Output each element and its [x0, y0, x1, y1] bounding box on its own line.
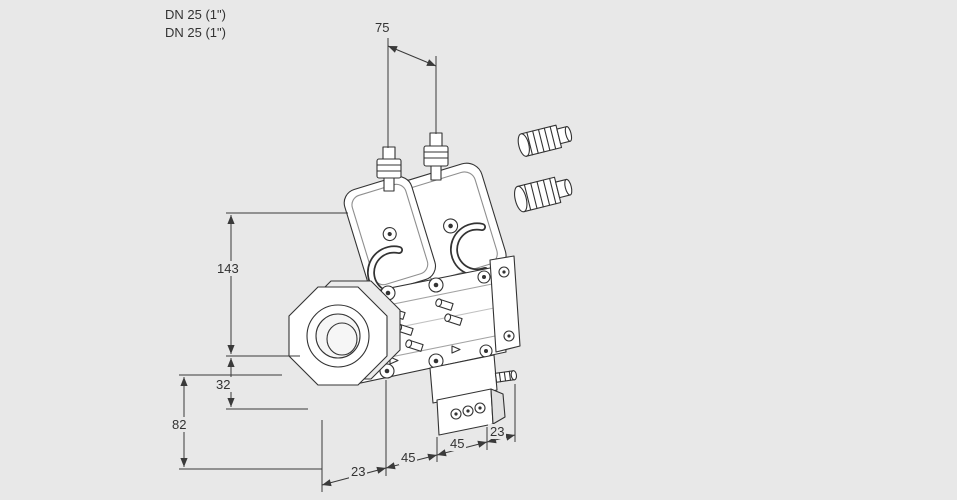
- pressure-block: [429, 354, 518, 436]
- dim-32-lines: [226, 358, 308, 410]
- dim-82-lines: [179, 374, 322, 470]
- spare-fitting-top: [517, 124, 573, 157]
- dimension-label-45-rear: 45: [448, 436, 467, 451]
- dimension-lines: [179, 38, 516, 492]
- dim-143-lines: [226, 212, 348, 357]
- dimension-label-45-front: 45: [399, 450, 418, 465]
- dimension-label-23-rear: 23: [488, 424, 507, 439]
- dimension-label-23-front: 23: [349, 464, 368, 479]
- dimension-label-82: 82: [170, 417, 189, 432]
- outlet-flange: [489, 255, 521, 353]
- dn-size-label-bottom: DN 25 (1"): [163, 25, 228, 40]
- dn-size-label-top: DN 25 (1"): [163, 7, 228, 22]
- dimension-label-32: 32: [214, 377, 233, 392]
- coil-cap-right: [423, 132, 449, 181]
- dimension-label-143: 143: [215, 261, 241, 276]
- inlet-flange: [288, 280, 401, 386]
- side-test-nipple: [494, 370, 518, 383]
- dim-75-lines: [387, 38, 437, 148]
- dimension-label-75: 75: [373, 20, 392, 35]
- coil-cap-left: [376, 146, 402, 192]
- solenoid-coil-left: [343, 146, 437, 293]
- spare-fitting-bottom: [513, 176, 573, 213]
